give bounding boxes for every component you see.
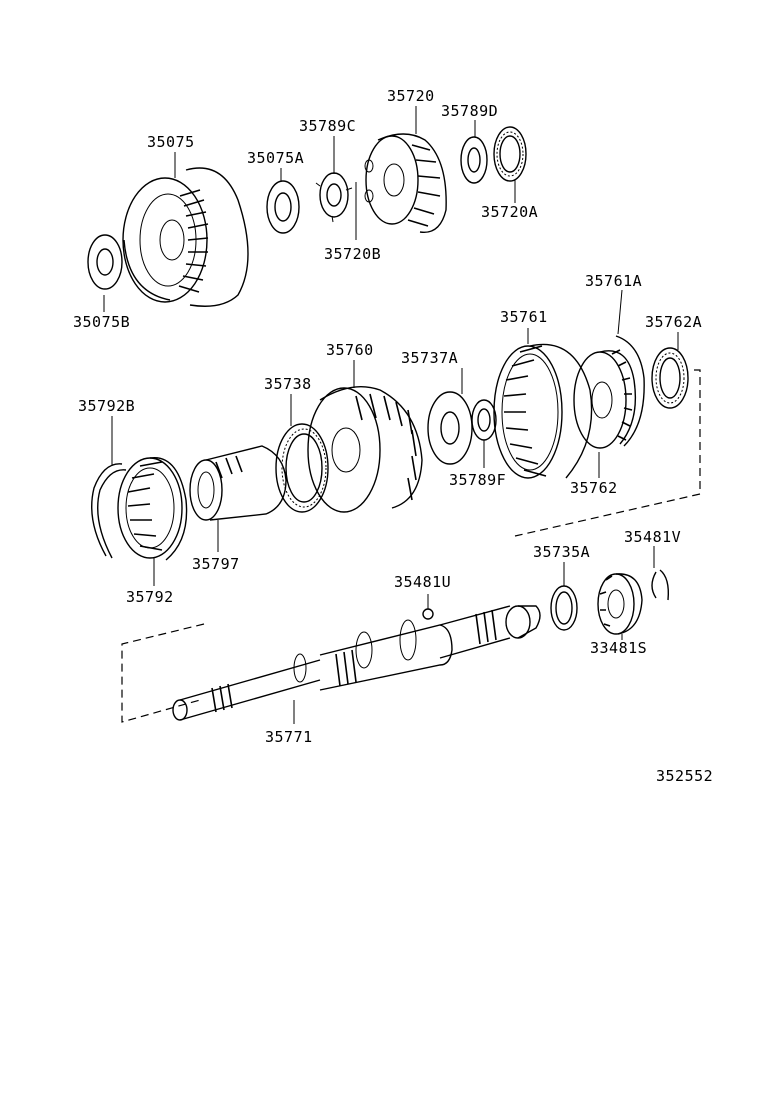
part-label-35737a: 35737A — [401, 349, 459, 367]
part-label-35760: 35760 — [326, 341, 374, 359]
snap-ring-35761a-drawing — [615, 335, 645, 447]
ring-gear-35761-drawing — [493, 343, 593, 479]
part-label-35762: 35762 — [570, 479, 618, 497]
part-label-35762a: 35762A — [645, 313, 703, 331]
clutch-drum-35075-drawing — [122, 167, 249, 307]
assembly-dashed-line-right — [514, 369, 701, 537]
part-label-35797: 35797 — [192, 555, 240, 573]
snap-ring-35481v-drawing — [651, 569, 670, 601]
part-label-35735a: 35735A — [533, 543, 591, 561]
washer-35075a-drawing — [266, 180, 300, 234]
bearing-ring-35738-drawing — [275, 423, 329, 513]
thrust-washer-35789c-drawing — [315, 172, 353, 223]
planetary-gear-35760-drawing — [307, 385, 423, 513]
part-label-35761: 35761 — [500, 308, 548, 326]
part-label-35789f: 35789F — [449, 471, 507, 489]
part-label-35771: 35771 — [265, 728, 313, 746]
clutch-ring-35792-drawing — [117, 457, 188, 561]
washer-35789f-drawing — [471, 399, 497, 441]
thrust-bearing-35762a-drawing — [651, 347, 689, 409]
part-label-35789d: 35789D — [441, 102, 499, 120]
part-label-35720: 35720 — [387, 87, 435, 105]
one-way-clutch-35797-drawing — [189, 445, 287, 521]
part-label-35761a: 35761A — [585, 272, 643, 290]
part-label-35738: 35738 — [264, 375, 312, 393]
part-label-35075: 35075 — [147, 133, 195, 151]
part-label-35789c: 35789C — [299, 117, 357, 135]
part-label-35075b: 35075B — [73, 313, 131, 331]
ring-35735a-drawing — [550, 585, 578, 631]
assembly-dashed-line-left — [121, 623, 205, 723]
part-label-35075a: 35075A — [247, 149, 305, 167]
output-shaft-35771-drawing — [172, 605, 541, 721]
figure-number: 352552 — [656, 767, 714, 785]
gear-33481s-drawing — [597, 573, 643, 635]
washer-35075b-drawing — [87, 234, 123, 290]
leader-lines — [103, 106, 679, 724]
thrust-bearing-35720a-drawing — [493, 126, 527, 182]
part-label-35720b: 35720B — [324, 245, 382, 263]
part-label-35481u: 35481U — [394, 573, 452, 591]
part-label-35481v: 35481V — [624, 528, 682, 546]
part-label-35720a: 35720A — [481, 203, 539, 221]
ball-35481u-drawing — [422, 608, 434, 620]
part-label-33481s: 33481S — [590, 639, 648, 657]
washer-35737a-drawing — [427, 391, 473, 465]
gear-35762-drawing — [573, 349, 637, 449]
planetary-carrier-35720-drawing — [364, 133, 447, 234]
part-label-35792b: 35792B — [78, 397, 136, 415]
snap-ring-35792b-drawing — [91, 463, 127, 559]
part-label-35792: 35792 — [126, 588, 174, 606]
thrust-washer-35789d-drawing — [460, 136, 488, 184]
